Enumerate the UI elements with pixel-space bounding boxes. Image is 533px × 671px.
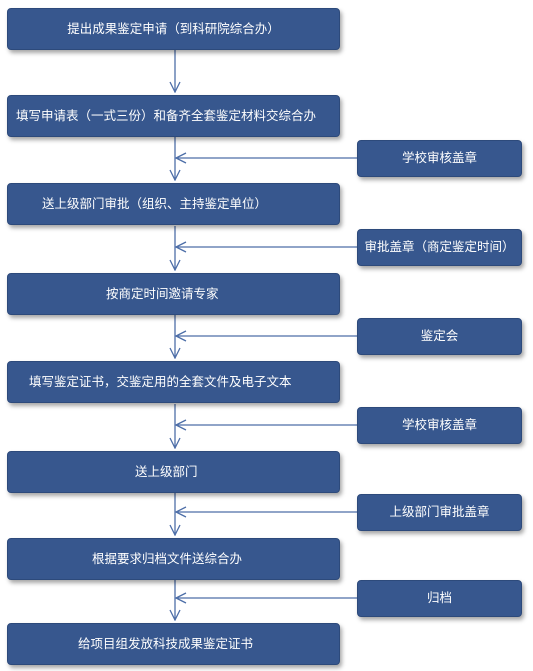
step-send-for-approval: 送上级部门审批（组织、主持鉴定单位）: [7, 183, 340, 225]
side-label: 上级部门审批盖章: [389, 504, 490, 520]
step-label: 按商定时间邀请专家: [106, 285, 219, 301]
side-label: 学校审核盖章: [401, 150, 477, 166]
step-label: 提出成果鉴定申请（到科研院综合办）: [67, 20, 280, 36]
step-submit-application: 提出成果鉴定申请（到科研院综合办）: [7, 8, 340, 50]
step-label: 填写鉴定证书，交鉴定用的全套文件及电子文本: [29, 373, 292, 389]
side-label: 归档: [426, 590, 452, 606]
side-label: 学校审核盖章: [401, 417, 477, 433]
step-label: 根据要求归档文件送综合办: [92, 550, 243, 566]
side-superior-approval-stamp: 上级部门审批盖章: [357, 494, 522, 531]
step-label: 给项目组发放科技成果鉴定证书: [78, 635, 254, 651]
side-archive: 归档: [357, 580, 522, 617]
side-label: 审批盖章（商定鉴定时间）: [364, 239, 515, 255]
step-label: 填写申请表（一式三份）和备齐全套鉴定材料交综合办: [16, 107, 317, 123]
side-appraisal-meeting: 鉴定会: [357, 318, 522, 355]
step-fill-certificate: 填写鉴定证书，交鉴定用的全套文件及电子文本: [7, 361, 340, 403]
step-label: 送上级部门: [135, 463, 198, 479]
step-archive-documents: 根据要求归档文件送综合办: [7, 538, 340, 580]
side-approval-stamp: 审批盖章（商定鉴定时间）: [357, 229, 522, 266]
side-label: 鉴定会: [420, 328, 459, 344]
step-fill-application-form: 填写申请表（一式三份）和备齐全套鉴定材料交综合办: [7, 95, 340, 137]
side-school-review-stamp: 学校审核盖章: [357, 140, 522, 177]
step-send-superior: 送上级部门: [7, 451, 340, 493]
step-invite-experts: 按商定时间邀请专家: [7, 273, 340, 315]
step-label: 送上级部门审批（组织、主持鉴定单位）: [42, 195, 268, 211]
step-issue-certificate: 给项目组发放科技成果鉴定证书: [7, 623, 340, 665]
side-school-review-stamp-2: 学校审核盖章: [357, 407, 522, 444]
